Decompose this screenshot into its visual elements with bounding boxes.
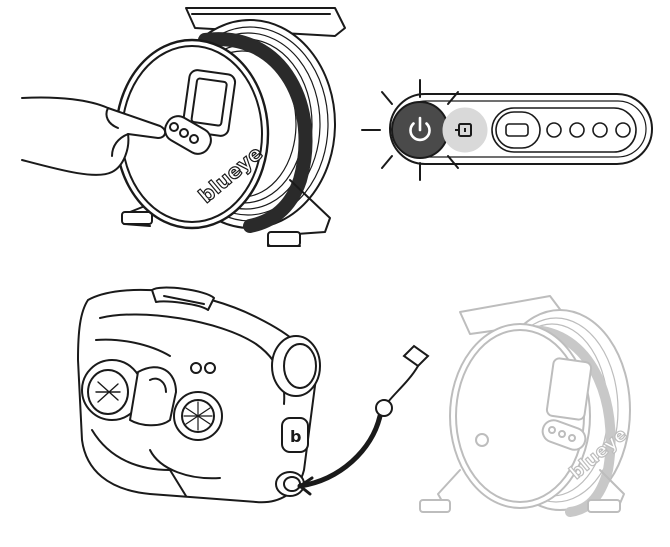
tether-connector <box>402 344 430 368</box>
underwater-drone <box>77 286 321 504</box>
indicator-lights <box>546 122 631 138</box>
tether-reel-faded <box>419 295 631 517</box>
indicator-light-2 <box>569 122 585 138</box>
drone-badge: b <box>290 427 301 446</box>
drone-badge-plate <box>281 417 309 453</box>
indicator-light-3 <box>592 122 608 138</box>
connect-button[interactable] <box>442 107 488 153</box>
indicator-light-1 <box>546 122 562 138</box>
connector-icon <box>455 123 472 137</box>
tether-reel-front-view <box>21 7 346 247</box>
indicator-light-4 <box>615 122 631 138</box>
tether-cable <box>297 344 430 496</box>
drone-port-1 <box>190 362 202 374</box>
power-panel-closeup <box>361 79 653 181</box>
pressing-hand <box>21 96 166 176</box>
power-icon <box>409 116 431 142</box>
power-glow-rays <box>361 79 459 181</box>
power-button[interactable] <box>391 101 449 159</box>
drone-port-2 <box>204 362 216 374</box>
battery-icon <box>505 123 529 137</box>
